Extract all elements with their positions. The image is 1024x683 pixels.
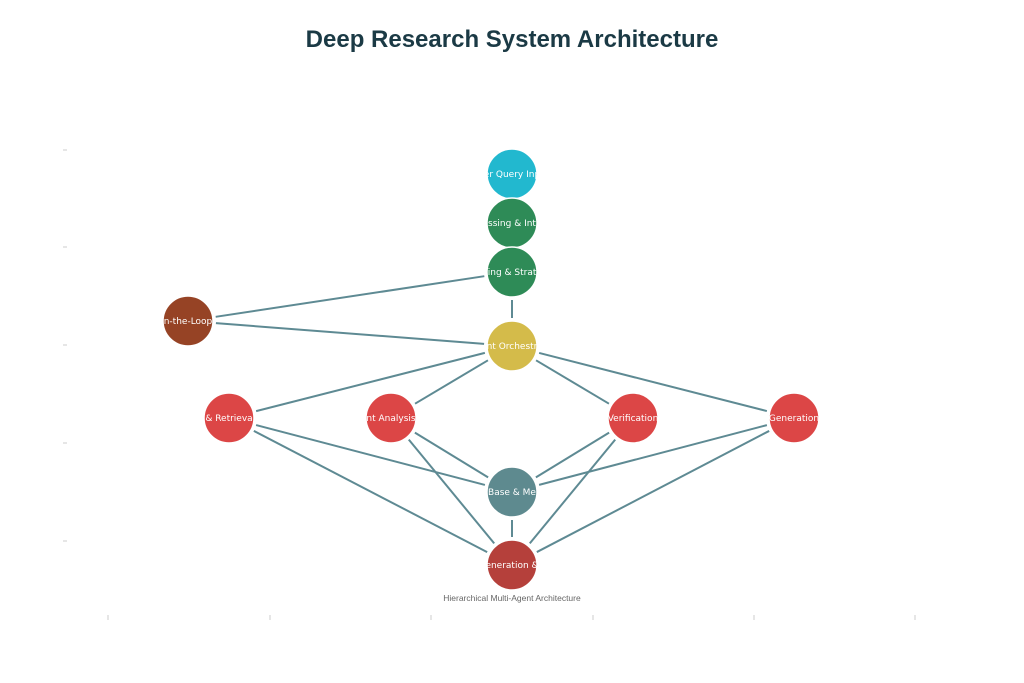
node-planning[interactable]: ning & Strate <box>482 246 542 298</box>
node-circle[interactable] <box>162 295 214 347</box>
edge-human-planning <box>215 275 485 318</box>
node-circle[interactable] <box>607 392 659 444</box>
edge-retrieval-report <box>253 430 488 553</box>
node-label: nt Orchestr <box>487 342 538 352</box>
node-label: er Query Inp <box>484 170 541 180</box>
node-verification[interactable]: Verification <box>607 392 659 444</box>
node-analysis[interactable]: nt Analysis <box>365 392 417 444</box>
edge-verification-knowledge <box>535 431 610 479</box>
node-processing[interactable]: essing & Inte <box>483 197 542 249</box>
edge-orchestrator-retrieval <box>255 351 486 413</box>
node-label: Base & Me <box>488 488 536 498</box>
node-label: essing & Inte <box>483 219 542 229</box>
node-label: & Retrieva <box>205 414 252 424</box>
node-circle[interactable] <box>486 320 538 372</box>
edges <box>215 275 770 553</box>
edge-generation-report <box>536 430 770 553</box>
node-circle[interactable] <box>486 539 538 591</box>
node-generation[interactable]: Generation <box>768 392 820 444</box>
edge-orchestrator-verification <box>535 359 610 405</box>
edge-analysis-report <box>408 438 495 545</box>
node-circle[interactable] <box>768 392 820 444</box>
node-human[interactable]: n-the-Loop <box>162 295 214 347</box>
node-orchestrator[interactable]: nt Orchestr <box>486 320 538 372</box>
edge-retrieval-knowledge <box>255 424 486 486</box>
edge-orchestrator-generation <box>538 351 768 413</box>
edge-human-orchestrator <box>215 322 485 345</box>
edge-orchestrator-analysis <box>414 359 489 405</box>
node-circle[interactable] <box>486 246 538 298</box>
node-circle[interactable] <box>365 392 417 444</box>
node-label: n-the-Loop <box>164 317 213 327</box>
node-retrieval[interactable]: & Retrieva <box>203 392 255 444</box>
diagram-title: Deep Research System Architecture <box>305 26 719 53</box>
node-label: eneration & <box>485 561 538 571</box>
node-report[interactable]: eneration & <box>485 539 538 591</box>
node-circle[interactable] <box>203 392 255 444</box>
node-label: ning & Strate <box>482 268 542 278</box>
diagram-caption: Hierarchical Multi-Agent Architecture <box>443 593 581 603</box>
axis-ticks <box>63 149 916 620</box>
node-query[interactable]: er Query Inp <box>484 148 541 200</box>
node-label: Generation <box>769 414 819 424</box>
nodes: er Query Inp essing & Inte ning & Strate n-… <box>162 148 820 591</box>
edge-analysis-knowledge <box>414 431 489 479</box>
node-label: nt Analysis <box>366 414 415 424</box>
node-knowledge[interactable]: Base & Me <box>486 466 538 518</box>
edge-verification-report <box>529 438 616 545</box>
node-circle[interactable] <box>486 466 538 518</box>
node-label: Verification <box>608 414 659 424</box>
edge-generation-knowledge <box>538 424 768 486</box>
